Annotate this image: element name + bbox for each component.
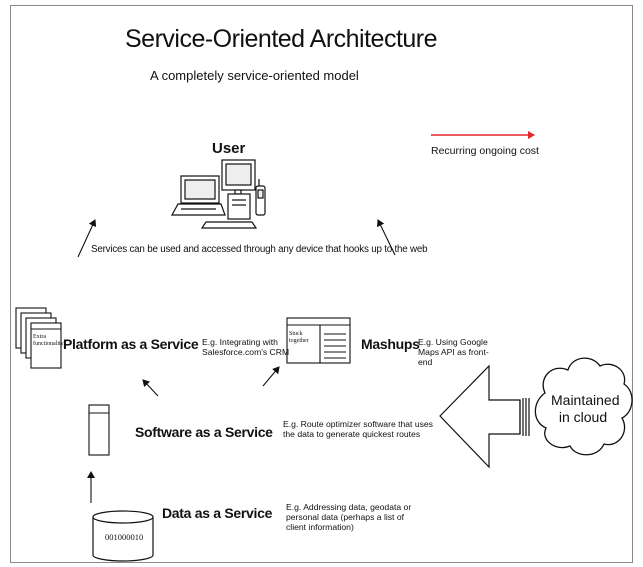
cloud-delivery-arrow [439, 364, 530, 469]
mashups-icon-text: Stuck together [289, 331, 309, 344]
saas-window-icon [88, 404, 110, 456]
paas-pages-icon [15, 307, 62, 369]
daas-label: Data as a Service [162, 505, 273, 521]
saas-note: E.g. Route optimizer software that uses … [283, 419, 433, 439]
daas-note: E.g. Addressing data, geodata or persona… [286, 502, 412, 532]
diagram-subtitle: A completely service-oriented model [150, 68, 359, 83]
diagram-title: Service-Oriented Architecture [125, 25, 438, 53]
access-arrow-right [377, 219, 396, 256]
paas-label: Platform as a Service [63, 336, 199, 352]
mashups-icon [286, 317, 351, 364]
cloud-shape [534, 357, 633, 456]
user-label: User [212, 140, 246, 157]
mashups-label: Mashups [361, 336, 420, 352]
mashups-note: E.g. Using Google Maps API as front-end [418, 337, 489, 367]
legend-label: Recurring ongoing cost [431, 145, 539, 157]
access-note: Services can be used and accessed throug… [91, 244, 428, 255]
paas-to-mashups-arrow [262, 366, 280, 387]
paas-note: E.g. Integrating with Salesforce.com's C… [202, 337, 290, 357]
user-devices-icon [170, 159, 266, 229]
database-icon [92, 510, 154, 562]
saas-to-paas-arrow [142, 379, 159, 397]
database-icon-text: 001000010 [105, 532, 144, 542]
saas-label: Software as a Service [135, 424, 273, 440]
cloud-label: Maintained in cloud [551, 392, 620, 425]
diagram-frame [10, 5, 633, 563]
paas-icon-text: Extra functionality [33, 334, 64, 347]
access-arrow-left [77, 219, 97, 258]
